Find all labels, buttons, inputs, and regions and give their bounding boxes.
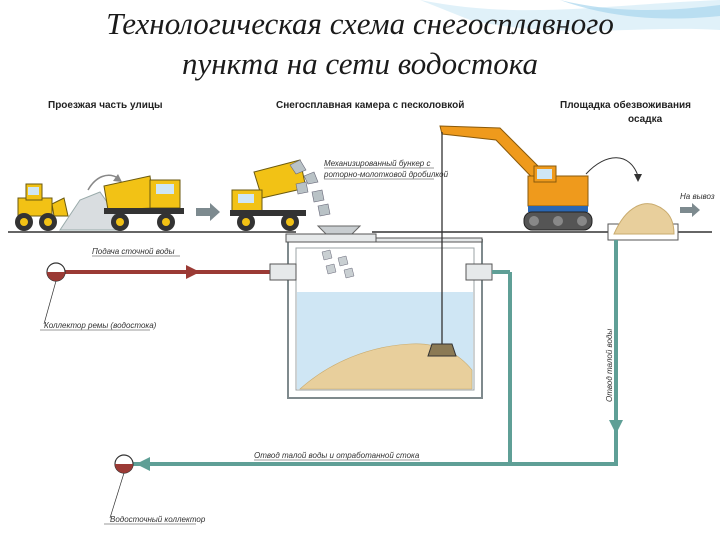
title-line-1: Технологическая схема снегосплавного bbox=[106, 6, 614, 41]
bunker-hopper-icon bbox=[316, 225, 362, 235]
header-decoration bbox=[420, 0, 720, 31]
label-sewage-supply: Подача сточной воды bbox=[92, 247, 175, 256]
label-bunker-2: роторно-молотковой дробилкой bbox=[323, 170, 449, 179]
storm-collector-icon bbox=[46, 262, 66, 282]
label-dewatering-2: осадка bbox=[628, 114, 663, 125]
tipping-truck-icon bbox=[230, 159, 307, 231]
label-dewatering-1: Площадка обезвоживания bbox=[560, 99, 691, 111]
loading-arrow bbox=[87, 174, 119, 191]
label-export: На вывоз bbox=[680, 192, 715, 201]
flow-arrow bbox=[196, 203, 220, 221]
label-chamber: Снегосплавная камера с песколовкой bbox=[276, 100, 464, 111]
export-arrow bbox=[680, 203, 700, 217]
dump-truck-icon bbox=[103, 175, 184, 231]
title-line-2: пункта на сети водостока bbox=[182, 46, 538, 81]
inlet-box bbox=[269, 263, 297, 281]
label-sewer-collector: Водосточный коллектор bbox=[110, 515, 206, 524]
snow-blocks bbox=[289, 159, 331, 217]
label-meltwater-drain: Отвод талой воды и отработанной стока bbox=[254, 451, 420, 460]
label-melt-discharge: Отвод талой воды bbox=[605, 329, 614, 402]
label-bunker-1: Механизированный бункер с bbox=[324, 159, 430, 168]
label-roadway: Проезжая часть улицы bbox=[48, 100, 163, 111]
dewatering-pad bbox=[607, 203, 679, 241]
label-storm-collector: Коллектор ремы (водостока) bbox=[44, 321, 157, 330]
return-arrow bbox=[136, 457, 150, 471]
supply-arrow bbox=[186, 265, 200, 279]
sediment-pile-icon bbox=[613, 203, 675, 235]
transfer-arrow bbox=[585, 157, 639, 177]
melting-chamber bbox=[285, 233, 483, 399]
grab-bucket-icon bbox=[427, 343, 457, 357]
outlet-box bbox=[465, 263, 493, 281]
sewer-collector-icon bbox=[114, 454, 134, 474]
page-title: Технологическая схема снегосплавного пун… bbox=[0, 4, 720, 84]
loader-icon bbox=[15, 183, 69, 231]
excavator-icon bbox=[427, 125, 593, 357]
